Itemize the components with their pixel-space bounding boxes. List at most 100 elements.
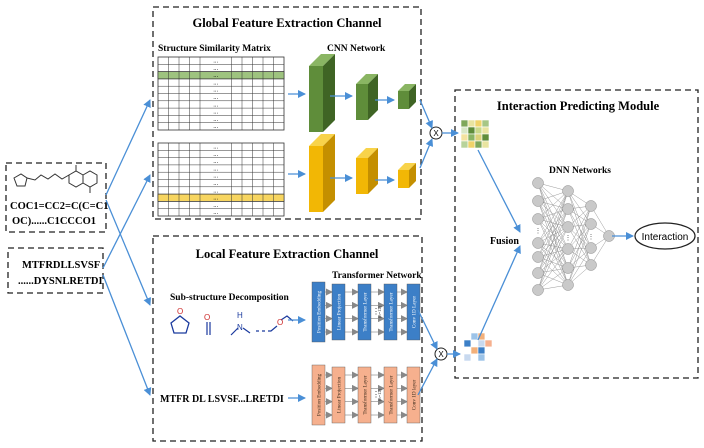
protein-similarity-matrix: .............................. [157, 142, 285, 217]
feature-cell [477, 346, 486, 355]
matrix-ellipsis: ... [213, 203, 218, 209]
interaction-output-label: Interaction [642, 232, 689, 243]
repeat-count-label: (n=12) [377, 388, 382, 401]
feature-cell [481, 119, 490, 128]
matrix-ellipsis: ... [213, 124, 218, 130]
matrix-ellipsis: ... [213, 166, 218, 172]
cnn-block-2 [356, 148, 378, 194]
feature-cell [474, 133, 483, 142]
transformer-block-label: Conv 1D Layer [412, 296, 418, 329]
dnn-networks-label: DNN Networks [549, 166, 611, 176]
feature-cell [474, 119, 483, 128]
feature-cell [460, 140, 469, 149]
dnn-node [562, 185, 574, 197]
dnn-node [585, 218, 597, 230]
feature-cell [467, 133, 476, 142]
ether-fragment-icon [256, 315, 294, 332]
matrix-ellipsis: ... [213, 181, 218, 187]
arrow-cnn-bottom-to-cross [419, 138, 434, 169]
ether-oxygen-label: O [277, 318, 283, 327]
interaction-output: Interaction [634, 222, 696, 250]
transformer-network-label: Transformer Network [332, 271, 422, 281]
local-cross-symbol: X [438, 350, 444, 359]
dnn-network: ⋮⋮⋮ [532, 177, 615, 296]
arrow-cnn-top-to-cross [419, 99, 433, 129]
matrix-ellipsis: ... [213, 145, 218, 151]
matrix-ellipsis: ... [213, 88, 218, 94]
dnn-node [532, 237, 544, 249]
prediction-module-title: Interaction Predicting Module [497, 99, 660, 113]
global-cross-operator: X [429, 126, 443, 140]
protein-sequence-fragments: MTFR DL LSVSF...LRETDI [160, 394, 284, 405]
local-cross-operator: X [434, 347, 448, 361]
feature-cell [463, 346, 472, 355]
transformer-block: Conv 1D Layer [406, 283, 421, 341]
feature-cell [467, 119, 476, 128]
transformer-block-label: Position Embedding [317, 373, 323, 416]
feature-cell [474, 126, 483, 135]
protein-transformer-stack: Position Embedding Linear Projection Trans… [311, 364, 421, 426]
feature-cell [477, 339, 486, 348]
protein-cnn-blocks [309, 134, 416, 212]
transformer-block: Transformer Layer [383, 366, 398, 424]
feature-cell [481, 133, 490, 142]
dnn-node [562, 262, 574, 274]
feature-cell [474, 140, 483, 149]
transformer-block: Transformer Layer [357, 366, 372, 424]
amine-fragment-icon [230, 327, 251, 336]
protein-sequence-line-2: ......DYSNLRETDI [18, 276, 103, 287]
local-channel-title: Local Feature Extraction Channel [196, 247, 379, 261]
local-feature-map [463, 332, 493, 362]
feature-cell [481, 126, 490, 135]
dnn-ellipsis: ⋮ [588, 233, 595, 241]
carbonyl-fragment-icon [206, 322, 211, 335]
arrow-local-map-to-fusion [477, 245, 521, 341]
transformer-block-label: Transformer Layer [388, 292, 395, 331]
dnn-node [532, 284, 544, 296]
transformer-block: Linear Projection [331, 283, 346, 341]
arrow-stack-top-to-cross [417, 309, 438, 350]
similarity-matrix-label: Structure Similarity Matrix [158, 44, 271, 54]
oxygen-label: O [177, 307, 183, 316]
matrix-ellipsis: ... [213, 66, 218, 72]
feature-cell [484, 332, 493, 341]
transformer-block: Linear Projection [331, 366, 346, 424]
matrix-ellipsis: ... [213, 102, 218, 108]
dnn-node [562, 221, 574, 233]
amine-h-label: H [237, 311, 243, 320]
transformer-block-label: Transformer Layer [362, 375, 369, 414]
feature-cell [484, 353, 493, 362]
feature-cell [470, 332, 479, 341]
cnn-block-1 [309, 54, 335, 132]
feature-cell [467, 126, 476, 135]
dnn-node [585, 200, 597, 212]
cnn-block-1 [309, 134, 335, 212]
feature-cell [470, 346, 479, 355]
drug-similarity-matrix: .............................. [157, 56, 285, 131]
matrix-ellipsis: ... [213, 73, 218, 79]
dnn-node [562, 279, 574, 291]
arrow-protein-to-local [102, 274, 152, 396]
carbonyl-oxygen-label: O [204, 313, 210, 322]
feature-cell [484, 346, 493, 355]
feature-cell [484, 339, 493, 348]
drug-smiles-line-1: COC1=CC2=C(C=C1 [10, 201, 108, 212]
global-feature-channel: Global Feature Extraction Channel Struct… [152, 6, 422, 220]
feature-cell [477, 353, 486, 362]
dnn-node [585, 242, 597, 254]
feature-cell [463, 339, 472, 348]
transformer-block-label: Linear Projection [337, 294, 343, 331]
arrow-protein-to-global [102, 174, 151, 269]
cnn-block-3 [398, 84, 416, 109]
global-cross-symbol: X [433, 129, 439, 138]
fusion-label: Fusion [490, 236, 519, 247]
cnn-block-2 [356, 74, 378, 120]
matrix-ellipsis: ... [213, 117, 218, 123]
arrow-global-map-to-fusion [477, 149, 521, 233]
transformer-block-label: Transformer Layer [362, 292, 369, 331]
transformer-block-label: Conv 1D layer [412, 379, 418, 410]
arrow-stack-bottom-to-cross [417, 358, 438, 396]
feature-cell [470, 339, 479, 348]
matrix-ellipsis: ... [213, 95, 218, 101]
